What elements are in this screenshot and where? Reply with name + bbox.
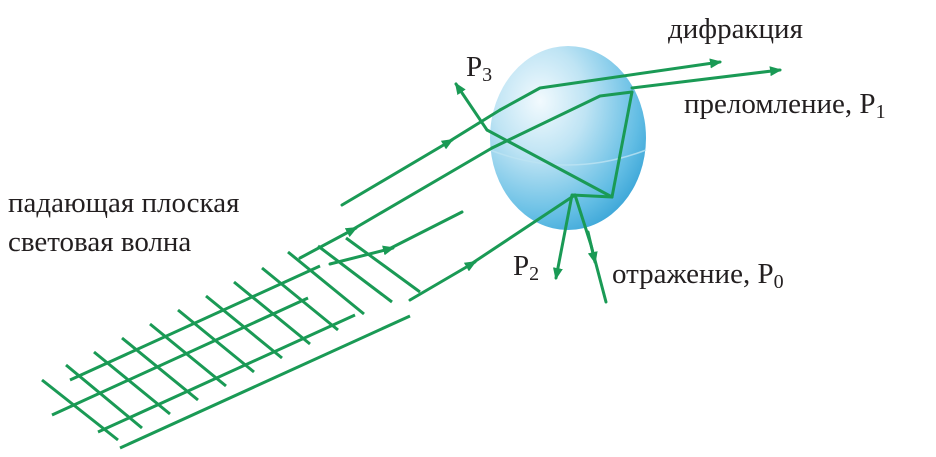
labels: падающая плоская световая волна дифракци…: [8, 13, 886, 293]
incident-wave-grid: [41, 236, 421, 450]
p1-subscript: 1: [876, 101, 886, 123]
wavefront-line: [317, 244, 393, 304]
incident-ray-4b: [466, 193, 577, 268]
wavefront-line: [261, 266, 339, 332]
diffraction-label: дифракция: [668, 13, 803, 45]
p3-label: P3: [466, 51, 492, 86]
wavefront-line: [205, 294, 283, 360]
incident-rays: [298, 108, 577, 302]
refraction-internal-ray: [490, 90, 634, 150]
p0-subscript: 0: [774, 271, 784, 293]
p1-letter: P: [859, 88, 875, 120]
p2-label: P2: [513, 250, 539, 285]
refraction-label: преломление, P1: [684, 88, 886, 123]
p3-letter: P: [466, 51, 482, 83]
reflection-label: отражение, P0: [612, 258, 784, 293]
incident-ray-1: [340, 138, 454, 207]
p3-ray: [454, 82, 489, 132]
wavefront-line: [41, 378, 119, 442]
incident-ray-3: [328, 245, 395, 266]
water-droplet-sphere: [489, 46, 647, 230]
wavefront-line: [121, 336, 199, 402]
sphere-equator: [489, 149, 647, 166]
wavefront-line: [177, 308, 255, 374]
incident-ray-1b: [443, 108, 502, 146]
incident-wave-label-line2: световая волна: [8, 226, 191, 258]
incident-ray-3b: [383, 210, 464, 253]
p0-arrow: [586, 230, 598, 264]
diffraction-ray: [498, 58, 722, 112]
wavefront-ray-line: [97, 313, 356, 434]
p2-ray: [552, 193, 614, 280]
wavefront-ray-line: [51, 296, 309, 417]
incident-ray-2: [298, 226, 358, 260]
p3-subscript: 3: [482, 64, 492, 86]
wavefront-ray-line: [119, 314, 411, 450]
incident-wave-label-line1: падающая плоская: [8, 187, 239, 219]
sphere-body: [490, 46, 646, 230]
incident-ray-2b: [348, 146, 494, 233]
wavefront-line: [65, 363, 143, 430]
wavefront-line: [233, 280, 311, 346]
p1-ray: [630, 66, 782, 90]
wavefront-line: [287, 250, 365, 316]
wavefront-line: [345, 236, 421, 294]
p2-letter: P: [513, 250, 529, 282]
p2-subscript: 2: [529, 263, 539, 285]
scattered-rays: [454, 58, 782, 304]
wavefront-line: [93, 350, 171, 416]
p0-letter: P: [757, 258, 773, 290]
incident-ray-4: [408, 260, 477, 302]
reflection-text: отражение,: [612, 258, 757, 290]
wavefront-line: [149, 322, 227, 388]
refraction-text: преломление,: [684, 88, 859, 120]
